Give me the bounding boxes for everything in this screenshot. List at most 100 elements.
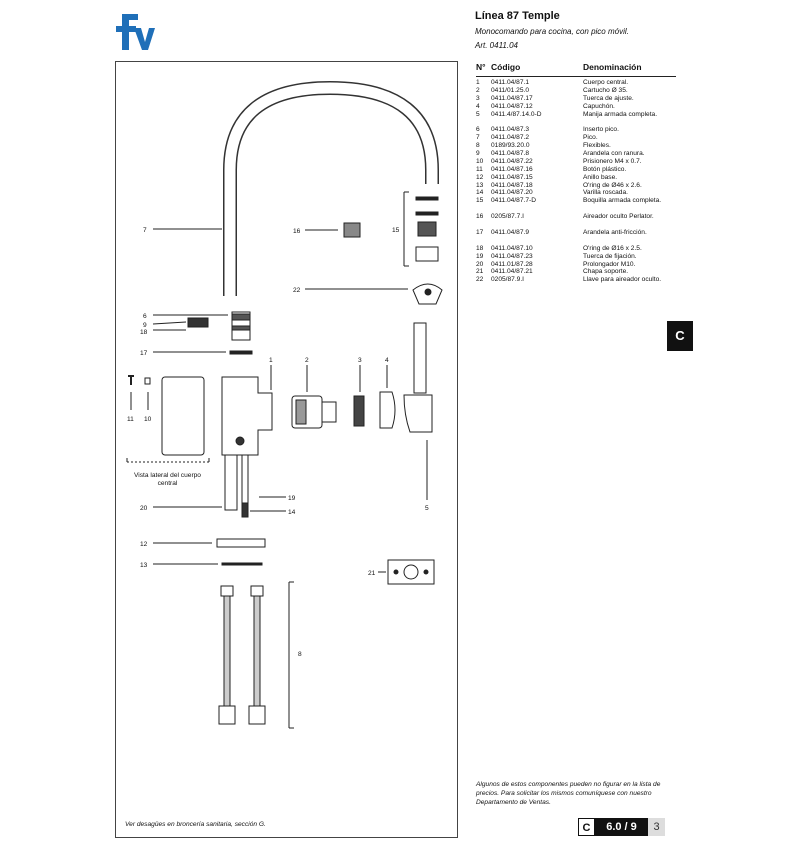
table-row: 4 0411.04/87.12 Capuchón. xyxy=(476,103,676,111)
row-name: Llave para aireador oculto. xyxy=(583,276,662,284)
label-4: 4 xyxy=(385,357,389,364)
label-13: 13 xyxy=(140,562,148,569)
header-name: Denominación xyxy=(583,62,642,72)
row-num: 15 xyxy=(476,197,484,205)
footnote: Algunos de estos componentes pueden no f… xyxy=(476,781,661,806)
pager-sub: 3 xyxy=(648,818,665,836)
row-name: Cuerpo central. xyxy=(583,79,629,86)
row-code: 0411.01/87.28 xyxy=(491,260,533,268)
label-22: 22 xyxy=(293,287,301,294)
row-num: 14 xyxy=(476,189,484,197)
label-3: 3 xyxy=(358,357,362,364)
label-5: 5 xyxy=(425,505,429,512)
row-num: 9 xyxy=(476,150,480,158)
header-num: N° xyxy=(476,62,486,72)
row-num: 20 xyxy=(476,260,484,268)
row-num: 22 xyxy=(476,276,484,284)
row-num: 10 xyxy=(476,157,484,165)
header-code: Código xyxy=(491,62,521,72)
row-num: 2 xyxy=(476,86,480,94)
label-19: 19 xyxy=(288,495,296,502)
row-code: 0411.04/87.3 xyxy=(491,126,530,134)
row-name: O'ring de Ø16 x 2.5. xyxy=(583,244,642,252)
row-code: 0411.04/87.12 xyxy=(491,102,533,110)
row-code: 0411.04/87.1 xyxy=(491,79,530,86)
row-code: 0411/01.25.0 xyxy=(491,86,530,94)
row-code: 0205/87.7.I xyxy=(491,213,524,221)
parts-table: N° Código Denominación 1 0411.04/87.1 Cuer… xyxy=(476,62,676,292)
row-name: Capuchón. xyxy=(583,102,615,110)
row-name: Tuerca de fijación. xyxy=(583,252,637,260)
row-name: Cartucho Ø 35. xyxy=(583,86,628,94)
row-name: Aireador oculto Perlator. xyxy=(583,213,654,221)
row-num: 5 xyxy=(476,110,480,118)
row-num: 12 xyxy=(476,173,484,181)
page-subtitle: Monocomando para cocina, con pico móvil. xyxy=(475,27,629,36)
pager-section: C xyxy=(578,818,595,836)
row-code: 0411.04/87.23 xyxy=(491,252,533,260)
label-12: 12 xyxy=(140,541,148,548)
row-num: 17 xyxy=(476,228,484,236)
row-code: 0205/87.9.I xyxy=(491,276,524,284)
label-2: 2 xyxy=(305,357,309,364)
row-code: 0411.4/87.14.0-D xyxy=(491,110,542,118)
row-num: 7 xyxy=(476,134,480,142)
label-7: 7 xyxy=(143,227,147,234)
row-code: 0411.04/87.10 xyxy=(491,244,533,252)
row-name: Flexibles. xyxy=(583,142,611,150)
table-row: 18 0411.04/87.10 O'ring de Ø16 x 2.5. xyxy=(476,245,676,253)
label-8: 8 xyxy=(298,651,302,658)
label-14: 14 xyxy=(288,509,296,516)
label-20: 20 xyxy=(140,505,148,512)
label-17: 17 xyxy=(140,350,148,357)
row-num: 19 xyxy=(476,252,484,260)
row-name: Varilla roscada. xyxy=(583,189,628,197)
row-num: 4 xyxy=(476,102,480,110)
row-name: Anillo base. xyxy=(583,173,618,181)
row-name: Boquilla armada completa. xyxy=(583,197,662,205)
row-code: 0189/93.20.0 xyxy=(491,142,530,150)
table-row: 17 0411.04/87.9 Arandela anti-fricción. xyxy=(476,229,676,245)
row-name: O'ring de Ø46 x 2.6. xyxy=(583,181,642,189)
row-num: 18 xyxy=(476,244,484,252)
label-15: 15 xyxy=(392,227,400,234)
fv-logo xyxy=(116,14,155,50)
row-num: 1 xyxy=(476,79,480,86)
table-row: 20 0411.01/87.28 Prolongador M10. xyxy=(476,261,676,269)
exploded-view-frame xyxy=(115,61,458,838)
label-1: 1 xyxy=(269,357,273,364)
section-tab[interactable]: C xyxy=(667,321,693,351)
label-10: 10 xyxy=(144,416,152,423)
page-indicator: C 6.0 / 9 3 xyxy=(578,818,665,836)
article-number: Art. 0411.04 xyxy=(475,41,518,50)
label-21: 21 xyxy=(368,570,376,577)
row-name: Prolongador M10. xyxy=(583,260,636,268)
row-name: Arandela anti-fricción. xyxy=(583,228,647,236)
row-name: Tuerca de ajuste. xyxy=(583,94,634,102)
row-code: 0411.04/87.20 xyxy=(491,189,533,197)
row-num: 11 xyxy=(476,165,483,173)
drain-note: Ver desagües en broncería sanitaria, sec… xyxy=(125,821,266,828)
row-num: 16 xyxy=(476,213,484,221)
row-code: 0411.04/87.2 xyxy=(491,134,530,142)
row-code: 0411.04/87.18 xyxy=(491,181,533,189)
label-9: 9 xyxy=(143,322,147,329)
row-code: 0411.04/87.9 xyxy=(491,228,530,236)
row-num: 21 xyxy=(476,268,484,276)
row-code: 0411.04/87.21 xyxy=(491,268,533,276)
row-name: Prisionero M4 x 0.7. xyxy=(583,157,642,165)
table-row: 2 0411/01.25.0 Cartucho Ø 35. xyxy=(476,87,676,95)
table-header: N° Código Denominación xyxy=(476,62,676,77)
